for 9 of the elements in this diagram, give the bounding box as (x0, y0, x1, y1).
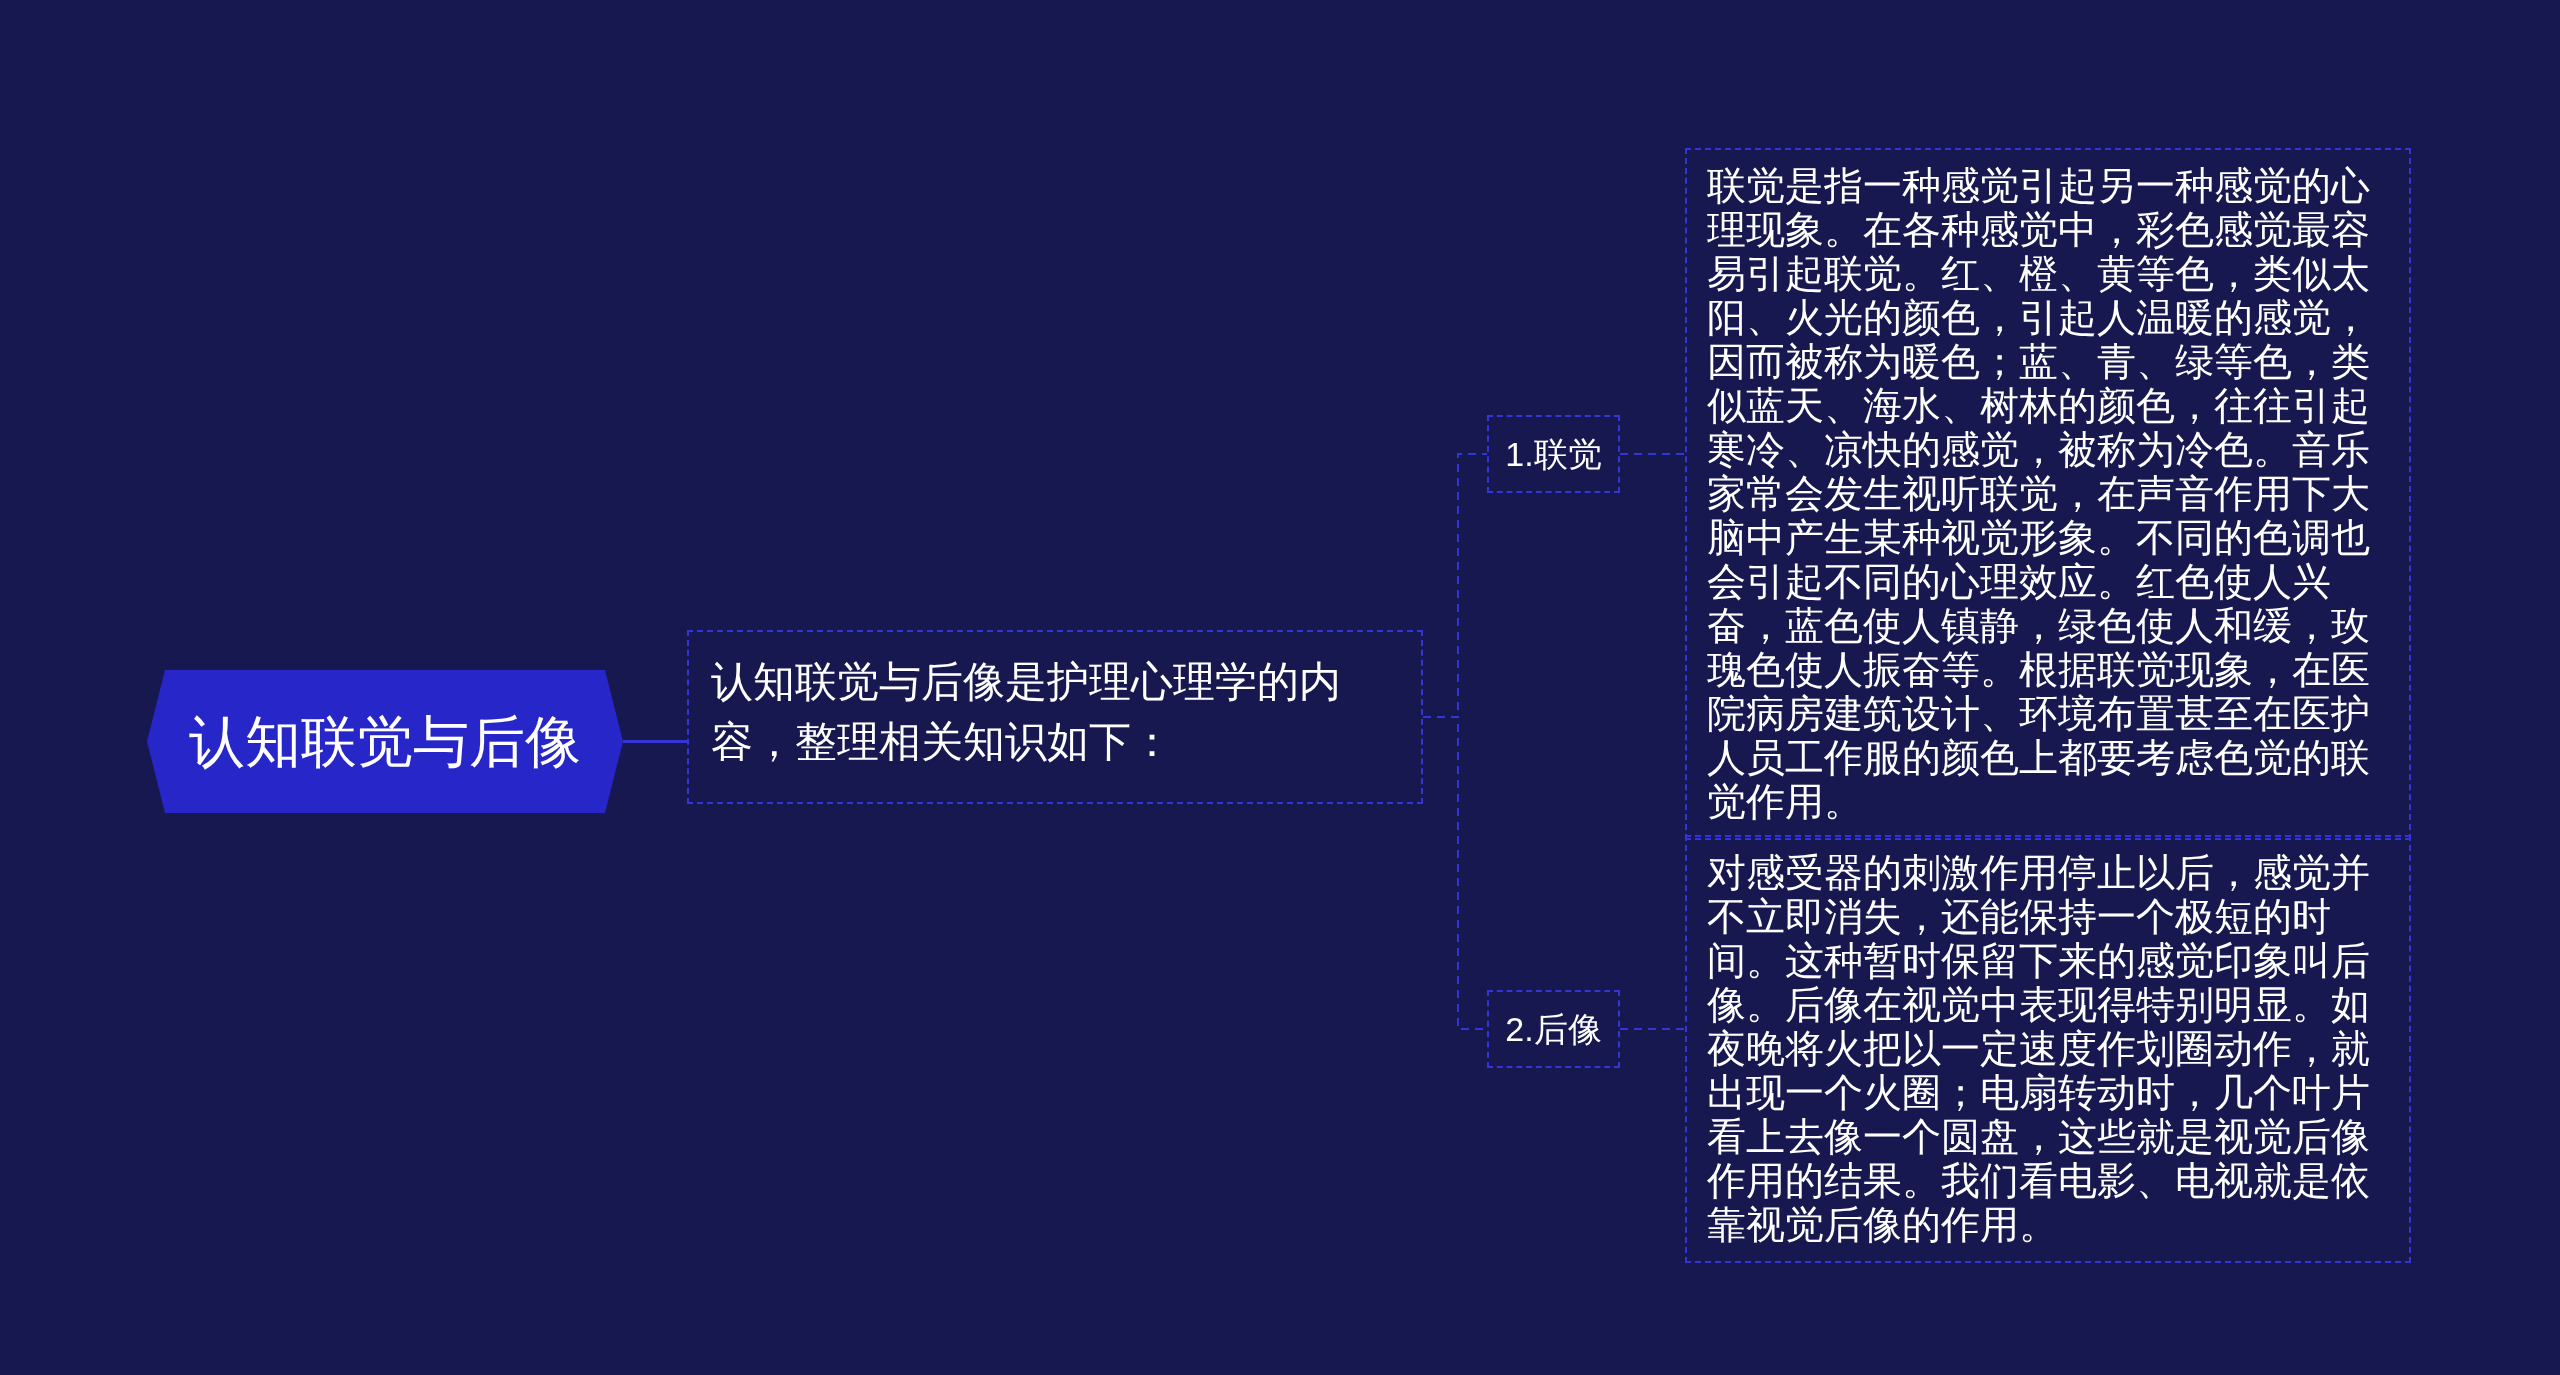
branch-label-box: 1.联觉 (1487, 415, 1620, 493)
topic-title: 认知联觉与后像 (189, 709, 581, 774)
connector-line (623, 740, 687, 743)
connector-line (1619, 1028, 1686, 1030)
topic-box: 认知联觉与后像是护理心理学的内容，整理相关知识如下： (687, 630, 1423, 804)
branch-label-box: 2.后像 (1487, 990, 1620, 1068)
detail-text-box: 联觉是指一种感觉引起另一种感觉的心理现象。在各种感觉中，彩色感觉最容易引起联觉。红、橙、黄等色，类似太阳、火光的颜色，引起人温暖的感觉，因而被称为暖色；蓝、青、绿等色，类似蓝天、海水、树林的颜色，往往引起寒冷、凉快的感觉，被称为冷色。音乐家常会发生视听联觉，在声音作用下大脑中产生某种视觉形象。不同的色调也会引起不同的心理效应。红色使人兴奋，蓝色使人镇静，绿色使人和缓，玫瑰色使人振奋等。根据联觉现象，在医院病房建筑设计、环境布置甚至在医护人员工作服的颜色上都要考虑色觉的联觉作用。 (1685, 148, 2411, 840)
connector-line (1619, 453, 1686, 455)
detail-text-box: 对感受器的刺激作用停止以后，感觉并不立即消失，还能保持一个极短的时间。这种暂时保留下来的感觉印象叫后像。后像在视觉中表现得特别明显。如夜晚将火把以一定速度作划圈动作，就出现一个火圈；电扇转动时，几个叶片看上去像一个圆盘，这些就是视觉后像作用的结果。我们看电影、电视就是依靠视觉后像的作用。 (1685, 835, 2411, 1263)
